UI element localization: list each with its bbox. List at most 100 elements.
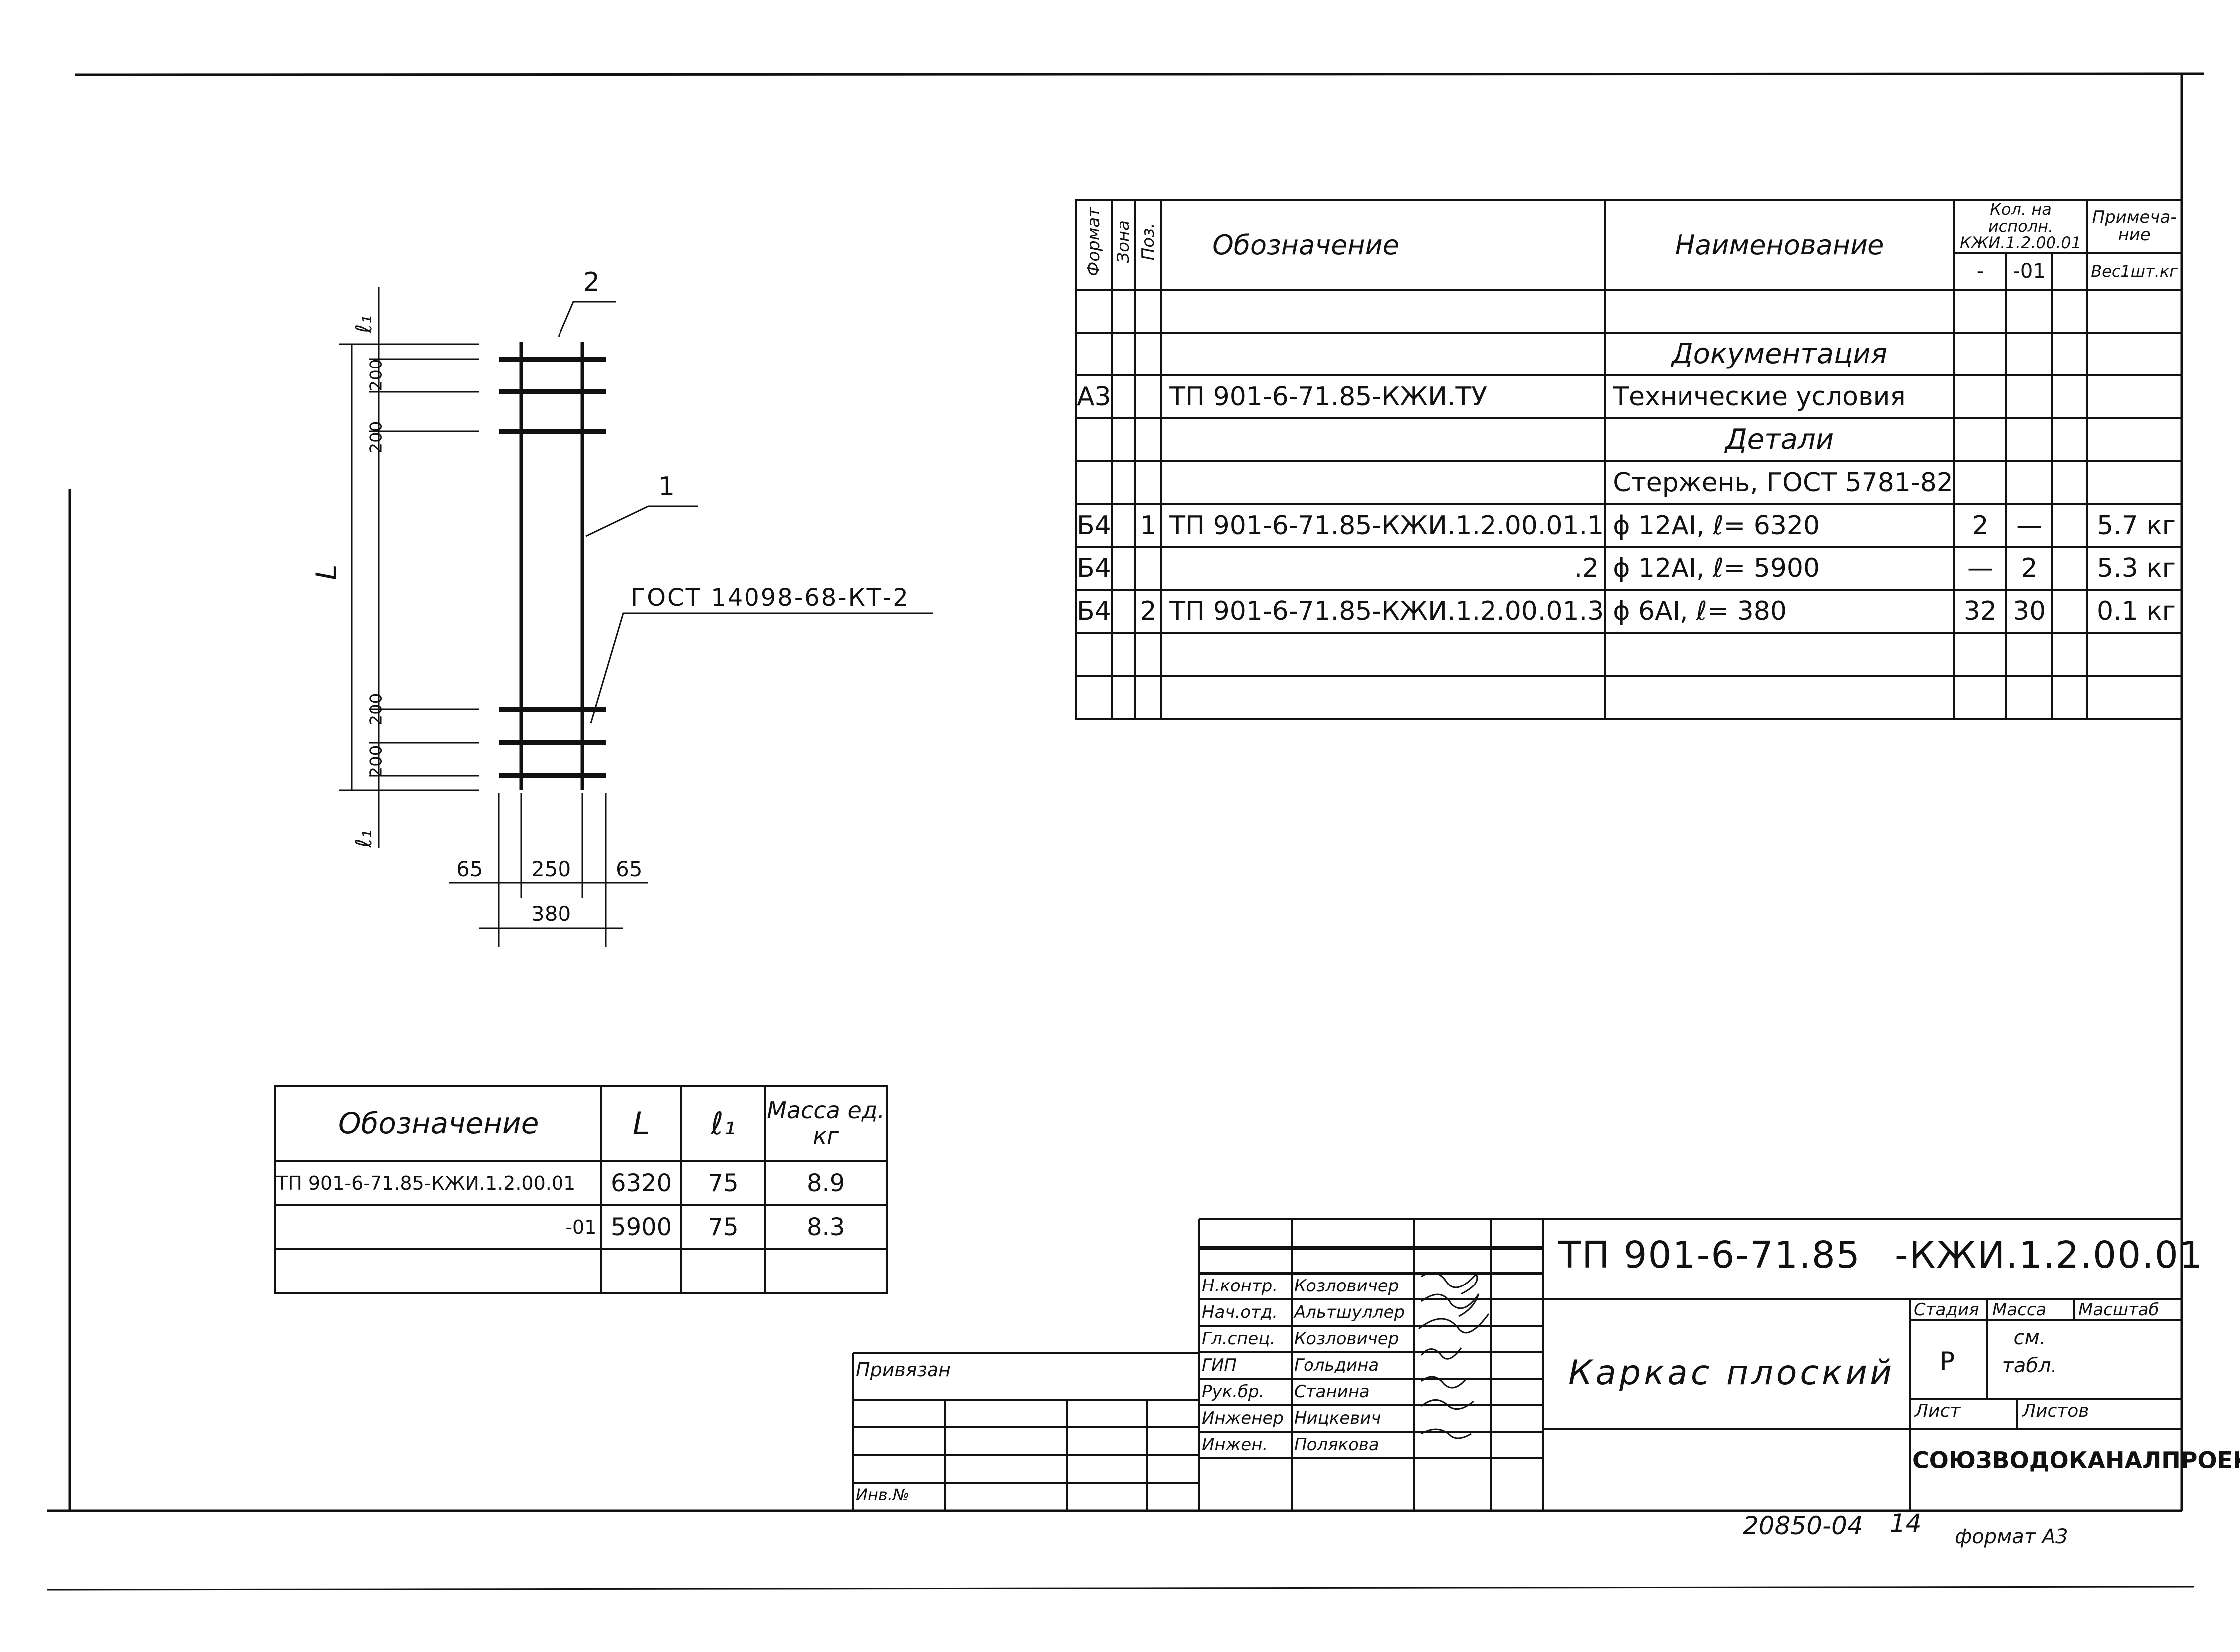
mass-cell-mass: 8.9 [764,1160,888,1206]
spec-cell-pos: 2 [1134,588,1163,634]
signature-row: Инженер Ницкевич [1202,1405,1546,1431]
spec-cell-q3 [2051,546,2088,591]
spec-cell-designation: ТП 901-6-71.85-КЖИ.1.2.00.01.3 [1160,588,1606,634]
spec-cell-zone [1111,546,1137,591]
mass-cell-mass [764,1248,888,1294]
header-qty-a: - [1953,251,2008,291]
spec-cell-zone [1111,503,1137,548]
spec-row: Детали [1075,417,2183,462]
spec-cell-name [1604,288,1955,334]
spec-cell-q1: 2 [1953,503,2008,548]
spec-cell-note [2086,631,2183,677]
mass-cell-l1: 75 [680,1204,766,1250]
header-name: Наименование [1604,199,1955,291]
spec-cell-q2 [2005,374,2053,419]
spec-cell-name: Документация [1604,331,1955,376]
signature-role: Гл.спец. [1202,1329,1276,1349]
signature-name: Альтшуллер [1294,1302,1405,1322]
signature-name: Ницкевич [1294,1408,1381,1428]
spec-cell-q2 [2005,631,2053,677]
signature-row: Н.контр.Козловичер [1202,1273,1546,1299]
spec-cell-q1 [1953,331,2008,376]
signature-role: Н.контр. [1202,1276,1278,1296]
spec-cell-designation: ТП 901-6-71.85-КЖИ.ТУ [1160,374,1606,419]
spec-cell-q3 [2051,374,2088,419]
title-code-left: ТП 901-6-71.85 [1558,1234,1861,1277]
spec-cell-note [2086,417,2183,462]
spec-cell-name: Детали [1604,417,1955,462]
signature-name: Гольдина [1294,1355,1379,1375]
spec-cell-format: А3 [1075,374,1113,419]
signature-row: Нач.отд.Альтшуллер [1202,1299,1546,1325]
mass-cell-designation: -01 [274,1204,603,1250]
signature-role: Рук.бр. [1202,1382,1265,1402]
spec-row: Стержень, ГОСТ 5781-82 [1075,460,2183,505]
spec-cell-designation [1160,674,1606,720]
organization-name: СОЮЗВОДОКАНАЛПРОЕКТ [1912,1447,2240,1473]
spec-cell-q3 [2051,460,2088,505]
spec-cell-note [2086,288,2183,334]
spec-cell-pos [1134,460,1163,505]
signature-role: ГИП [1202,1355,1237,1375]
spec-subheader-row: - -01 Вес1шт.кг [1076,251,2183,291]
spec-cell-pos [1134,631,1163,677]
spec-cell-name: ϕ 6АI, ℓ= 380 [1604,588,1955,634]
spec-cell-zone [1111,460,1137,505]
mass-cell-designation [274,1248,603,1294]
page-number: 14 [1890,1509,1922,1538]
signature-row: Инжен.Полякова [1202,1432,1546,1458]
specification-table: Формат Зона Поз. Обозначение Наименовани… [1075,199,2183,720]
bottom-dimension-lines [449,793,648,947]
spec-cell-note: 5.7 кг [2086,503,2183,548]
spec-cell-q2: — [2005,503,2053,548]
archive-number: 20850-04 [1743,1511,1863,1540]
spec-cell-note [2086,331,2183,376]
header-zone: Зона [1111,199,1137,291]
mass-cell-L: 5900 [600,1204,682,1250]
mass-cell-L [600,1248,682,1294]
spec-cell-pos: 1 [1134,503,1163,548]
mass-cell-designation: ТП 901-6-71.85-КЖИ.1.2.00.01 [274,1160,603,1206]
spec-cell-q1 [1953,288,2008,334]
header-qty-c [2051,251,2088,291]
spec-cell-note: 0.1 кг [2086,588,2183,634]
spec-cell-pos [1134,417,1163,462]
spec-cell-q2 [2005,460,2053,505]
signature-name: Станина [1294,1382,1370,1402]
signature-role: Инженер [1202,1408,1284,1428]
inventory-number-label: Инв.№ [856,1485,910,1504]
mass-value: см. табл. [2002,1326,2057,1377]
scale-label: Масштаб [2078,1300,2159,1320]
signature-role: Инжен. [1202,1435,1268,1455]
left-dimension-lines [339,287,479,848]
spec-cell-q3 [2051,588,2088,634]
dim-65-right: 65 [616,857,643,881]
spec-cell-q1: 32 [1953,588,2008,634]
spec-cell-designation [1160,331,1606,376]
spec-cell-format [1075,288,1113,334]
spec-cell-format: Б4 [1075,546,1113,591]
header-pos: Поз. [1134,199,1163,291]
sheets-label: Листов [2022,1401,2089,1421]
sheet-label: Лист [1915,1401,1961,1421]
title-code-right: -КЖИ.1.2.00.01 [1895,1234,2204,1277]
mass-header-L: L [600,1085,682,1162]
mass-header-row: Обозначение L ℓ₁ Масса ед. кг [274,1085,888,1162]
mass-cell-L: 6320 [600,1160,682,1206]
spec-cell-name: Стержень, ГОСТ 5781-82 [1604,460,1955,505]
dim-65-left: 65 [456,857,483,881]
spec-cell-note: 5.3 кг [2086,546,2183,591]
stage-value: Р [1940,1347,1955,1376]
spec-cell-name: Технические условия [1604,374,1955,419]
leader-lines [558,301,933,724]
spec-cell-pos [1134,331,1163,376]
spec-cell-q2 [2005,674,2053,720]
spec-cell-designation: .2 [1160,546,1606,591]
spec-cell-note [2086,374,2183,419]
mass-header-designation: Обозначение [274,1085,603,1162]
spec-cell-pos [1134,288,1163,334]
spec-cell-q3 [2051,631,2088,677]
